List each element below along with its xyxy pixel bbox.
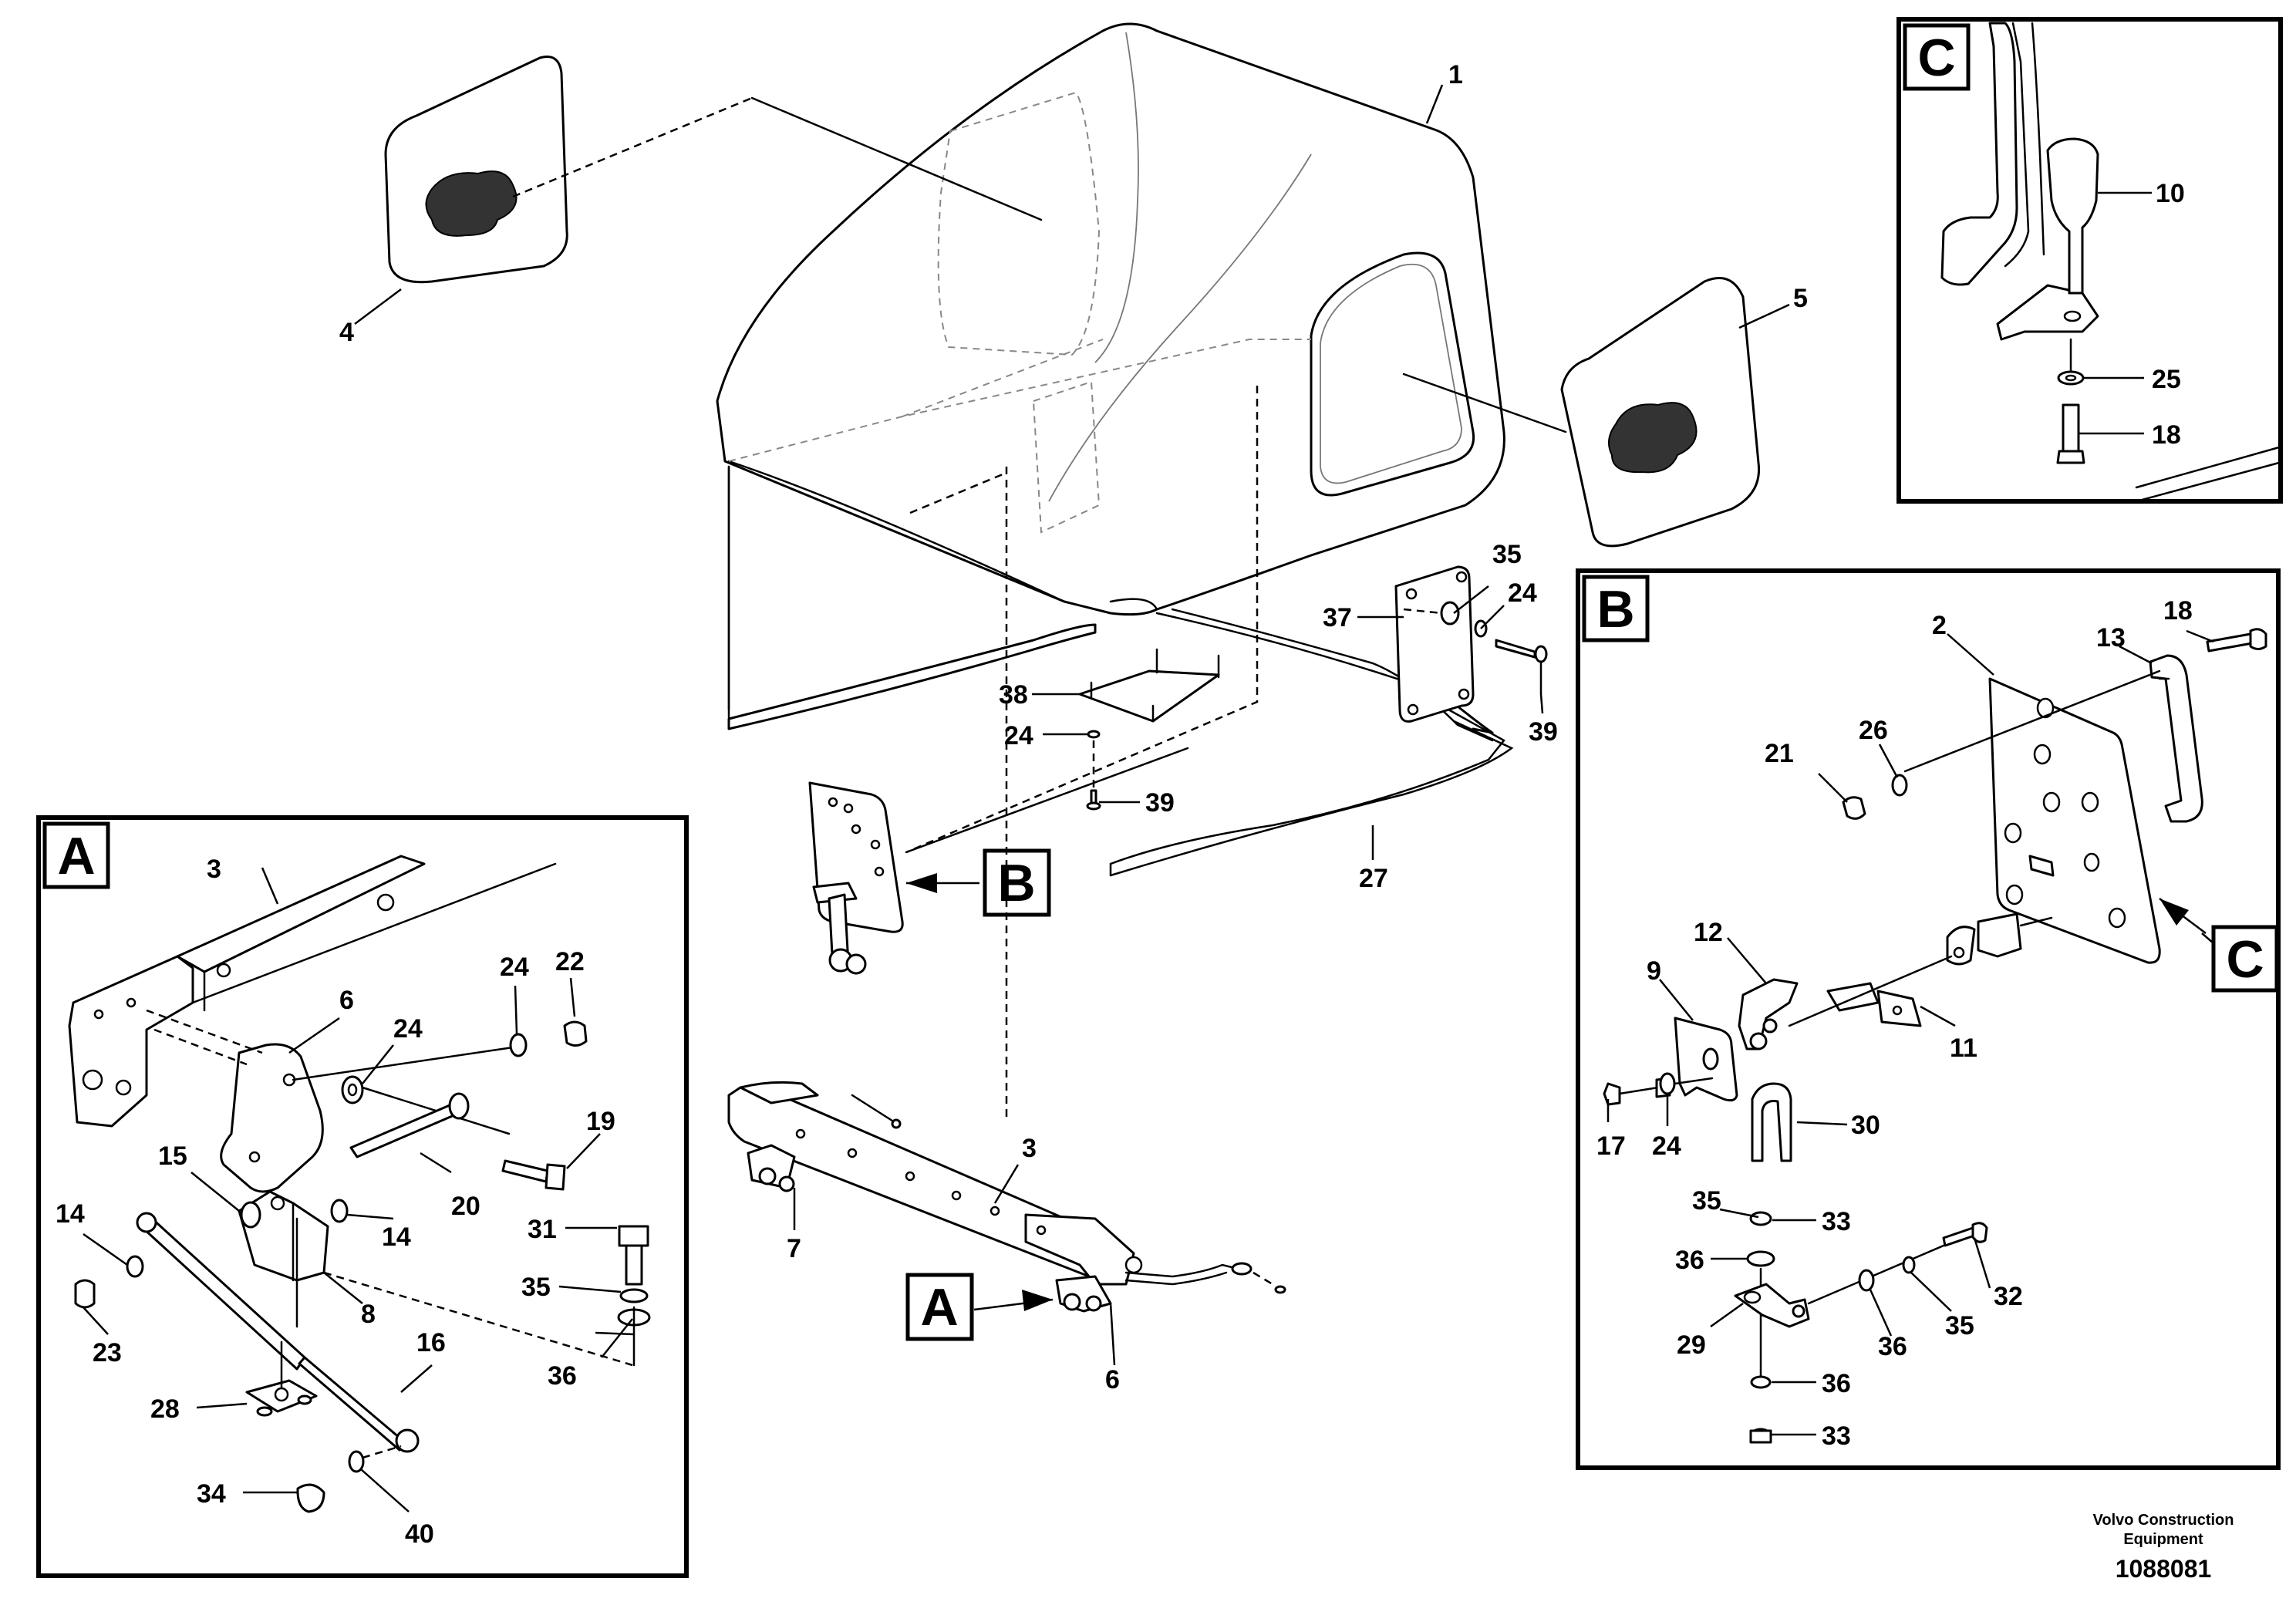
part-number: 3: [207, 855, 221, 884]
part-number: 22: [555, 947, 585, 976]
detail-panel-b: B: [1576, 568, 2281, 1470]
part-number: 18: [2152, 420, 2181, 450]
part-number: 36: [1822, 1369, 1851, 1398]
part-number: 6: [1105, 1365, 1120, 1394]
part-number: 4: [339, 318, 354, 347]
part-number: 30: [1851, 1111, 1880, 1140]
part-number: 36: [548, 1361, 577, 1391]
document-number: 1088081: [2116, 1555, 2212, 1583]
cover-plate-38: [1078, 648, 1220, 811]
part-number: 36: [1878, 1332, 1907, 1361]
part-number: 35: [1945, 1311, 1974, 1340]
main-leaders: [354, 84, 1790, 1366]
callout-a: A: [905, 1273, 1054, 1341]
part-number: 19: [586, 1107, 615, 1136]
part-number: 24: [500, 953, 529, 982]
part-number: 25: [2152, 365, 2181, 394]
callout-c-letter: C: [2226, 930, 2264, 989]
cab-roof-assembly: [716, 22, 1514, 877]
part-number: 33: [1822, 1421, 1851, 1451]
part-number: 32: [1994, 1282, 2023, 1311]
company-name-line2: Equipment: [2123, 1531, 2203, 1548]
part-number: 27: [1359, 864, 1388, 893]
cover-plate-37: [905, 386, 1548, 854]
part-number: 28: [150, 1394, 180, 1424]
part-number: 13: [2096, 623, 2126, 653]
part-number: 5: [1793, 284, 1808, 313]
part-number: 14: [382, 1222, 411, 1252]
part-number: 24: [1652, 1131, 1681, 1161]
part-number: 39: [1529, 717, 1558, 747]
part-number: 40: [405, 1519, 434, 1549]
support-beam-3: [727, 1081, 1286, 1313]
part-number: 23: [93, 1338, 122, 1367]
callout-b: B: [906, 848, 1051, 917]
part-number: 26: [1859, 716, 1888, 745]
window-pane-4: [384, 56, 1043, 284]
part-number: 6: [339, 986, 354, 1015]
part-number: 15: [158, 1141, 187, 1171]
detail-panel-c: C 10 25 18: [1896, 17, 2283, 504]
part-number: 2: [1932, 611, 1947, 640]
part-number: 9: [1647, 956, 1661, 986]
part-number: 3: [1022, 1134, 1037, 1163]
part-number: 21: [1765, 739, 1794, 768]
panel-b-letter: B: [1596, 580, 1634, 639]
part-number: 12: [1694, 918, 1723, 947]
part-number: 29: [1677, 1330, 1706, 1360]
main-part-numbers: 1 4 5 37 35 24 38 24 39 39 27 3 7 6: [339, 60, 1808, 1394]
part-number: 24: [1508, 578, 1537, 608]
lock-plate-assembly: [808, 747, 1189, 975]
callout-a-letter: A: [920, 1278, 958, 1337]
part-number: 34: [197, 1479, 226, 1509]
part-number: 14: [56, 1199, 85, 1229]
part-number: 7: [787, 1234, 801, 1263]
part-number: 24: [1004, 721, 1033, 750]
part-number: 10: [2156, 179, 2185, 208]
part-number: 16: [416, 1328, 446, 1357]
cab-roof: [716, 22, 1505, 616]
part-number: 35: [1692, 1186, 1721, 1216]
callout-b-letter: B: [997, 854, 1035, 912]
part-number: 31: [528, 1215, 557, 1244]
window-pane-5: [1402, 277, 1761, 548]
part-number: 11: [1950, 1034, 1977, 1063]
part-number: 24: [393, 1014, 423, 1044]
part-number: 38: [999, 680, 1028, 710]
part-number: 20: [451, 1192, 480, 1221]
part-number: 35: [521, 1273, 551, 1302]
part-number: 33: [1822, 1207, 1851, 1236]
part-number: 37: [1323, 603, 1352, 632]
part-number: 39: [1145, 788, 1175, 818]
part-number: 8: [361, 1300, 376, 1329]
company-name-line1: Volvo Construction: [2093, 1512, 2234, 1529]
part-number: 18: [2163, 596, 2193, 626]
footer: Volvo Construction Equipment 1088081: [2093, 1512, 2234, 1583]
panel-c-letter: C: [1917, 29, 1955, 87]
detail-panel-a: A: [36, 815, 689, 1578]
part-number: 1: [1448, 60, 1463, 89]
part-number: 35: [1492, 540, 1522, 569]
part-number: 17: [1596, 1131, 1626, 1161]
part-number: 36: [1675, 1246, 1704, 1275]
panel-a-letter: A: [57, 827, 95, 885]
